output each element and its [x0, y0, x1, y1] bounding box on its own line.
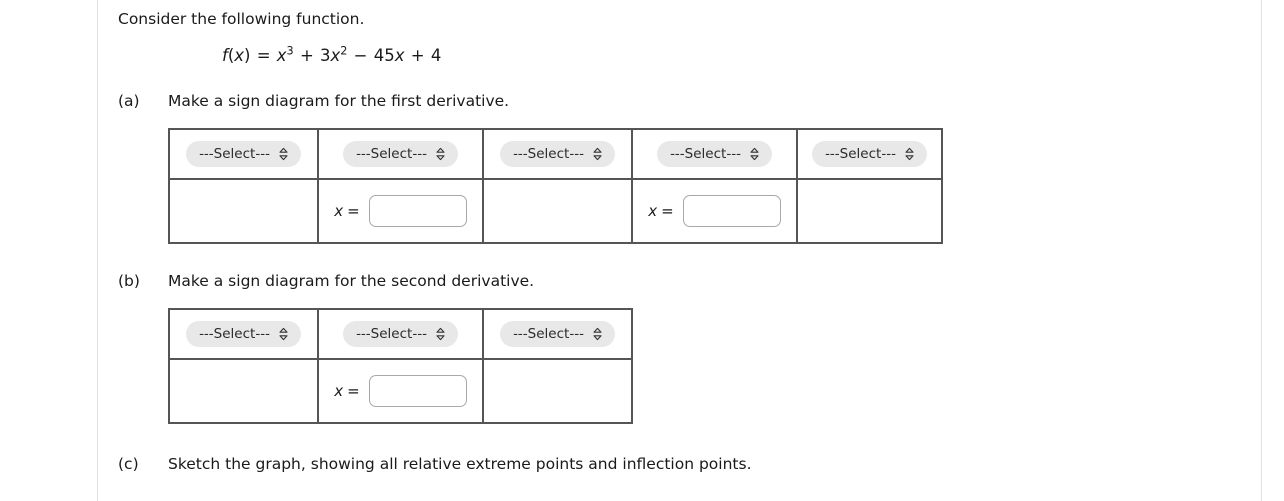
right-page-rule — [1261, 0, 1262, 501]
answer-input-a2[interactable] — [682, 195, 781, 227]
intro-text: Consider the following function. — [118, 10, 365, 28]
x-label: x= — [648, 202, 674, 220]
select-dropdown-b2[interactable]: ---Select--- — [343, 321, 458, 347]
sign-diagram-table-first-derivative: ---Select--- ---Select--- ---Select--- — [168, 128, 943, 244]
chevron-up-down-icon — [279, 147, 288, 161]
select-dropdown-a1-label: ---Select--- — [199, 146, 270, 162]
table-a-cell-value-4: x= — [631, 178, 798, 244]
chevron-up-down-icon — [436, 147, 445, 161]
select-dropdown-b1-label: ---Select--- — [199, 326, 270, 342]
formula-term1-base: x — [276, 46, 287, 65]
formula-equals: = — [256, 46, 271, 65]
table-b-cell-value-2: x= — [317, 358, 484, 424]
formula-term3-coefficient: 45 — [373, 46, 395, 65]
formula-term3-variable: x — [394, 46, 405, 65]
select-dropdown-b2-label: ---Select--- — [356, 326, 427, 342]
formula-term2-coefficient: 3 — [320, 46, 331, 65]
table-a-cell-select-4: ---Select--- — [631, 128, 798, 180]
select-dropdown-a5-label: ---Select--- — [825, 146, 896, 162]
formula-term1-exponent: 3 — [286, 44, 294, 58]
part-c-label: (c) — [118, 455, 139, 473]
table-row: ---Select--- ---Select--- ---Select--- — [168, 308, 633, 360]
table-a-cell-value-2: x= — [317, 178, 484, 244]
table-a-cell-value-5 — [796, 178, 943, 244]
left-page-rule — [97, 0, 98, 501]
chevron-up-down-icon — [750, 147, 759, 161]
select-dropdown-b3-label: ---Select--- — [513, 326, 584, 342]
table-b-cell-select-3: ---Select--- — [482, 308, 633, 360]
formula-term2-exponent: 2 — [340, 44, 348, 58]
part-c-text: Sketch the graph, showing all relative e… — [168, 455, 752, 473]
formula-constant: 4 — [430, 46, 442, 65]
x-equals-group-b1: x= — [334, 375, 467, 407]
table-a-cell-select-1: ---Select--- — [168, 128, 319, 180]
formula-function-name: f — [222, 46, 228, 65]
answer-input-a1[interactable] — [368, 195, 467, 227]
table-b-cell-select-2: ---Select--- — [317, 308, 484, 360]
table-b-cell-value-1 — [168, 358, 319, 424]
chevron-up-down-icon — [279, 327, 288, 341]
answer-input-b1[interactable] — [368, 375, 467, 407]
select-dropdown-a5[interactable]: ---Select--- — [812, 141, 927, 167]
x-equals-group-a2: x= — [648, 195, 781, 227]
part-b-text: Make a sign diagram for the second deriv… — [168, 272, 535, 290]
formula-variable: x — [234, 46, 245, 65]
select-dropdown-b3[interactable]: ---Select--- — [500, 321, 615, 347]
select-dropdown-a1[interactable]: ---Select--- — [186, 141, 301, 167]
chevron-up-down-icon — [593, 147, 602, 161]
chevron-up-down-icon — [436, 327, 445, 341]
part-a-prompt: (a) Make a sign diagram for the first de… — [118, 91, 1248, 111]
select-dropdown-a2[interactable]: ---Select--- — [343, 141, 458, 167]
chevron-up-down-icon — [593, 327, 602, 341]
table-a-cell-select-2: ---Select--- — [317, 128, 484, 180]
formula-plus-2: + — [410, 46, 425, 65]
part-b-label: (b) — [118, 272, 140, 290]
x-label: x= — [334, 382, 360, 400]
table-b-cell-value-3 — [482, 358, 633, 424]
table-a-cell-value-3 — [482, 178, 633, 244]
part-a-label: (a) — [118, 92, 140, 110]
x-label: x= — [334, 202, 360, 220]
formula-term2-base: x — [330, 46, 341, 65]
table-b-cell-select-1: ---Select--- — [168, 308, 319, 360]
table-a-cell-select-5: ---Select--- — [796, 128, 943, 180]
select-dropdown-a4-label: ---Select--- — [670, 146, 741, 162]
sign-diagram-table-second-derivative: ---Select--- ---Select--- ---Select--- — [168, 308, 633, 424]
part-b-prompt: (b) Make a sign diagram for the second d… — [118, 271, 1248, 291]
table-row: ---Select--- ---Select--- ---Select--- — [168, 128, 943, 180]
formula-plus-1: + — [299, 46, 314, 65]
problem-content: Consider the following function. f(x) = … — [118, 0, 1248, 474]
select-dropdown-b1[interactable]: ---Select--- — [186, 321, 301, 347]
table-row: x= x= — [168, 178, 943, 244]
select-dropdown-a3-label: ---Select--- — [513, 146, 584, 162]
table-row: x= — [168, 358, 633, 424]
formula-minus: − — [353, 46, 368, 65]
formula-lparen: ( — [227, 46, 235, 65]
select-dropdown-a4[interactable]: ---Select--- — [657, 141, 772, 167]
function-formula: f(x) = x3 + 3x2 − 45x + 4 — [222, 45, 1248, 67]
select-dropdown-a3[interactable]: ---Select--- — [500, 141, 615, 167]
table-a-cell-value-1 — [168, 178, 319, 244]
part-c-prompt: (c) Sketch the graph, showing all relati… — [118, 454, 1248, 474]
select-dropdown-a2-label: ---Select--- — [356, 146, 427, 162]
part-a-text: Make a sign diagram for the first deriva… — [168, 92, 510, 110]
formula-rparen: ) — [244, 46, 251, 65]
x-equals-group-a1: x= — [334, 195, 467, 227]
chevron-up-down-icon — [905, 147, 914, 161]
table-a-cell-select-3: ---Select--- — [482, 128, 633, 180]
